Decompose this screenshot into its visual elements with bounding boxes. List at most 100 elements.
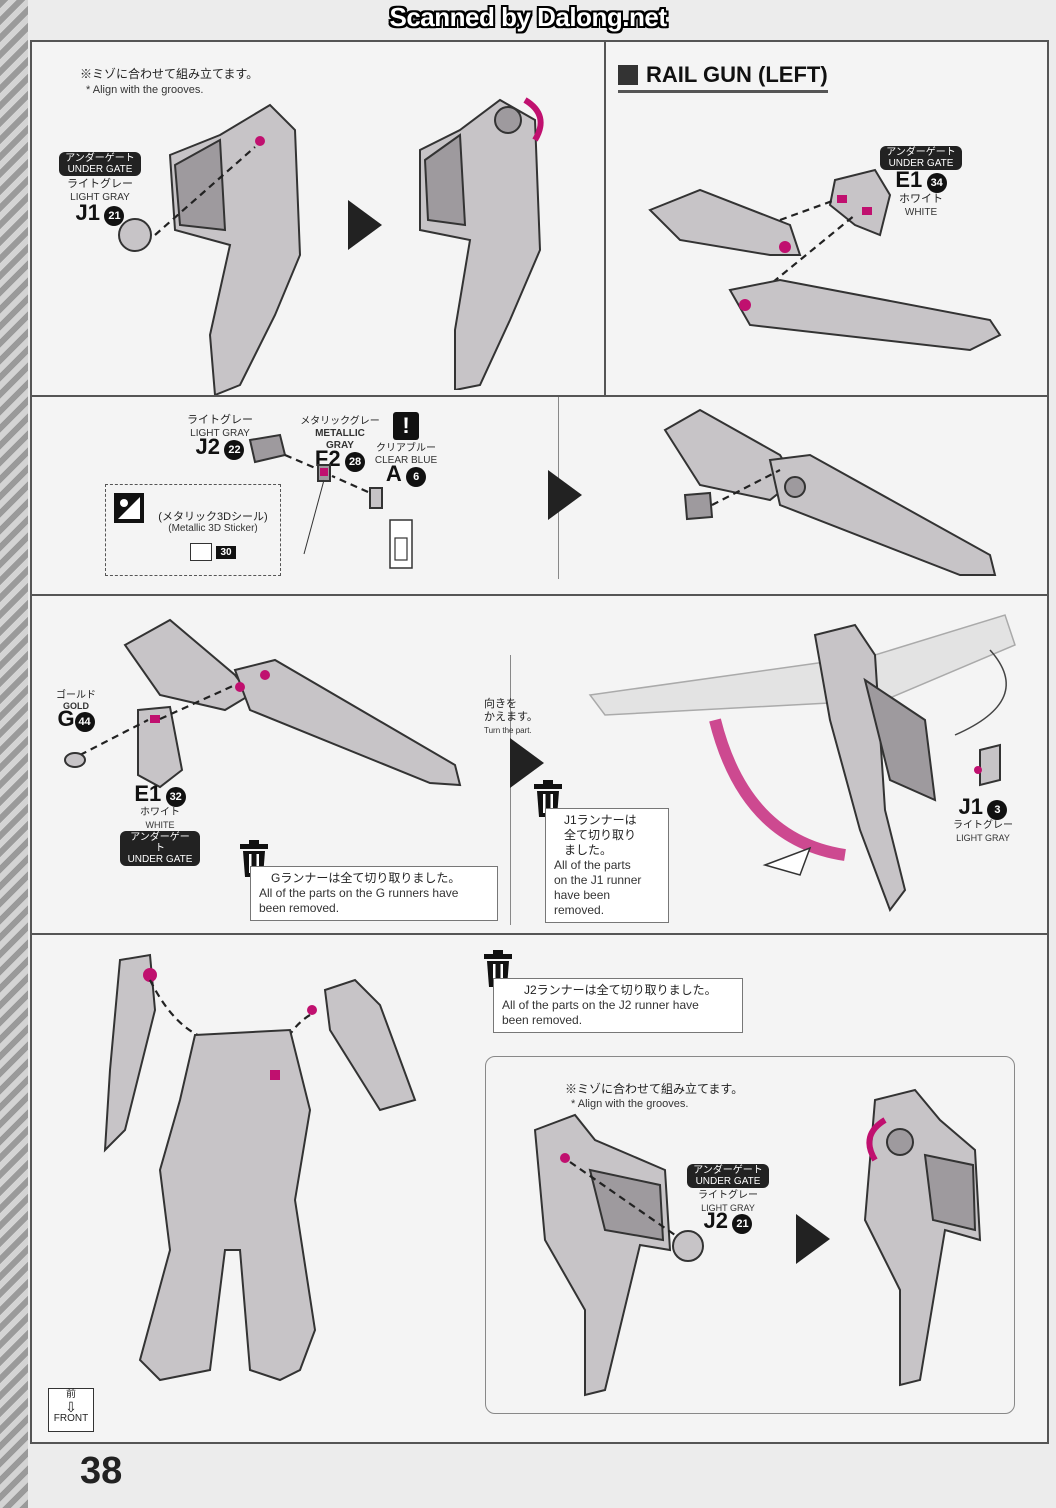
row-divider-3 — [30, 933, 1047, 935]
peg-marker — [255, 136, 265, 146]
groove-note-1-en: * Align with the grooves. — [86, 84, 204, 96]
part-f2-28-callout: メタリックグレー METALLIC GRAY F2 28 — [300, 416, 380, 472]
step-arrow-4 — [796, 1214, 830, 1264]
part-code: E1 — [895, 167, 923, 193]
runner-j1-jp3: ました。 — [564, 843, 613, 857]
rotate-arrow-icon — [866, 1117, 887, 1162]
turn-jp2: かえます。 — [484, 711, 538, 723]
part-code: J2 — [195, 434, 221, 460]
part-code: G — [57, 706, 75, 732]
curve-arrow-icon — [954, 649, 1007, 736]
step-arrow-2 — [548, 470, 582, 520]
peg-marker — [837, 195, 847, 203]
gate-jp: アンダーゲート — [65, 153, 135, 164]
rail-gun-left-mount — [103, 953, 157, 1153]
part-number-badge: 3 — [987, 800, 1008, 820]
runner-j1-jp1: J1ランナーは — [564, 813, 637, 827]
rail-gun-right-step2 — [863, 1088, 982, 1387]
section-square-icon — [618, 65, 638, 85]
color-jp: メタリックグレー — [300, 416, 380, 427]
peg-marker — [739, 299, 751, 311]
runner-j2-jp: J2ランナーは全て切り取りました。 — [524, 983, 717, 997]
rail-gun-right-step1 — [533, 1113, 704, 1397]
rail-gun-assembly-step2 — [419, 97, 544, 390]
part-number-badge: 6 — [406, 467, 427, 487]
sticker-number: 30 — [190, 543, 236, 561]
rail-gun-step-row3-left — [64, 618, 462, 789]
part-number-badge: 34 — [926, 173, 947, 193]
rail-gun-shell-part — [533, 1113, 672, 1397]
joint-circle — [784, 476, 806, 498]
runner-j1-en3: have been — [554, 888, 611, 902]
part-j1-3-piece — [979, 743, 1001, 787]
page-number: 38 — [80, 1450, 123, 1492]
part-code: J2 — [703, 1208, 729, 1234]
gate-en: UNDER GATE — [695, 1176, 761, 1187]
part-number-badge: 21 — [104, 206, 125, 226]
runner-g-en1: All of the parts on the G runners have — [259, 886, 459, 900]
peg-marker — [320, 468, 328, 476]
sticker-jp: (メタリック3Dシール) — [158, 511, 268, 523]
rail-gun-left-parts — [648, 168, 1002, 352]
color-jp: ホワイト — [140, 807, 180, 818]
groove-note-2-en: * Align with the grooves. — [571, 1098, 689, 1110]
turn-note: 向きを かえます。 Turn the part. — [484, 698, 546, 737]
color-jp: ゴールド — [56, 690, 96, 701]
sticker-leader-line — [303, 479, 325, 555]
assembly-guide-line — [159, 683, 236, 721]
page-edge-stripe — [0, 0, 28, 1508]
attached-cap — [886, 1128, 914, 1156]
rail-gun-ghost-outline — [588, 614, 1016, 716]
rail-gun-panel — [588, 1168, 665, 1242]
color-jp: ライトグレー — [187, 414, 253, 426]
assembly-guide-line — [779, 198, 836, 222]
color-en: WHITE — [904, 207, 938, 218]
row-divider-1 — [30, 395, 1047, 397]
runner-g-en2: been removed. — [259, 901, 340, 915]
runner-g-note: Gランナーは全て切り取りました。 All of the parts on the… — [250, 866, 498, 921]
runner-j1-en2: on the J1 runner — [554, 873, 642, 887]
color-jp: ライトグレー — [67, 178, 133, 190]
turn-jp1: 向きを — [484, 698, 517, 710]
rail-gun-barrel-upper — [648, 188, 802, 256]
part-e1-34-piece — [828, 168, 892, 237]
sticker-icon — [114, 493, 144, 523]
runner-j1-en4: removed. — [554, 903, 605, 917]
groove-note-2: ※ミゾに合わせて組み立てます。 * Align with the grooves… — [565, 1082, 805, 1112]
part-g-44-gold — [64, 752, 86, 768]
section-title-text: RAIL GUN (LEFT) — [646, 62, 828, 87]
color-jp: クリアブルー — [376, 443, 436, 454]
rail-gun-turned-view — [588, 614, 1016, 913]
assembly-guide-line — [711, 469, 781, 506]
rail-gun-shell-assembled — [863, 1088, 982, 1387]
part-code: J1 — [75, 200, 101, 226]
part-code: E1 — [134, 781, 162, 807]
color-jp: ライトグレー — [698, 1190, 758, 1201]
rail-gun-side-panel — [863, 677, 937, 802]
part-number-badge: 32 — [165, 787, 186, 807]
step-arrow-1 — [348, 200, 382, 250]
assembly-guide-line — [331, 474, 369, 494]
assembly-guide-line — [79, 719, 149, 756]
sticker-label: (メタリック3Dシール) (Metallic 3D Sticker) — [150, 511, 276, 535]
sticker-en: (Metallic 3D Sticker) — [168, 523, 258, 534]
rail-gun-right-mount — [323, 978, 417, 1112]
front-jp: 前 — [66, 1389, 76, 1400]
mobile-suit-lower-body — [138, 1028, 317, 1382]
rail-gun-panel-assembled — [423, 133, 467, 227]
part-number-badge: 21 — [732, 1214, 753, 1234]
color-en: LIGHT GRAY — [701, 1203, 755, 1213]
rotate-arrow-icon — [523, 97, 544, 142]
sticker-box: (メタリック3Dシール) (Metallic 3D Sticker) 30 — [105, 484, 281, 576]
peg-marker — [150, 715, 160, 723]
gate-jp: アンダーゲート — [130, 832, 190, 854]
part-j2-22-callout: ライトグレー LIGHT GRAY J2 22 — [185, 414, 255, 460]
gate-en: UNDER GATE — [67, 164, 133, 175]
color-en: CLEAR BLUE — [374, 455, 438, 466]
